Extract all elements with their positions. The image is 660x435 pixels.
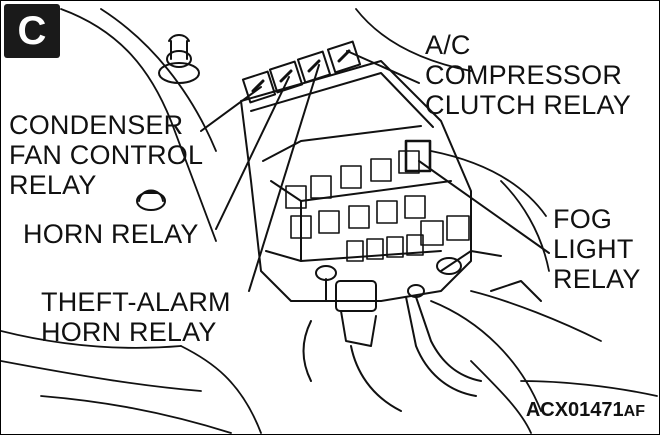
label-theft-alarm-horn-relay: THEFT-ALARM HORN RELAY xyxy=(41,287,231,347)
lower-connectors xyxy=(302,250,542,412)
leader-ac-compressor xyxy=(346,50,420,84)
label-line: THEFT-ALARM xyxy=(41,287,231,317)
body-panel-lines xyxy=(1,8,658,434)
label-fog-light-relay: FOG LIGHT RELAY xyxy=(553,204,641,294)
mounting-bolt-top xyxy=(158,34,200,84)
label-line: RELAY xyxy=(9,170,97,200)
label-line: HORN RELAY xyxy=(23,219,199,249)
leader-condenser-fan xyxy=(200,86,262,132)
label-line: COMPRESSOR xyxy=(425,60,623,90)
label-ac-compressor-clutch-relay: A/C COMPRESSOR CLUTCH RELAY xyxy=(425,30,631,120)
leader-horn-relay xyxy=(215,76,290,230)
leader-lines xyxy=(200,50,550,292)
label-line: RELAY xyxy=(553,264,641,294)
label-line: FAN CONTROL xyxy=(9,140,204,170)
label-line: HORN RELAY xyxy=(41,317,217,347)
figure-code: ACX01471AF xyxy=(526,399,645,422)
label-line: FOG xyxy=(553,204,613,234)
figure-code-suffix: AF xyxy=(623,403,645,420)
fog-light-relay-box xyxy=(404,139,432,173)
label-line: A/C xyxy=(425,30,471,60)
mounting-bolt-left xyxy=(136,189,166,211)
label-line: LIGHT xyxy=(553,234,634,264)
label-line: CONDENSER xyxy=(9,110,184,140)
fuse-grid xyxy=(285,150,470,262)
leader-fog-light xyxy=(418,160,550,254)
top-relays xyxy=(241,40,362,104)
figure-code-main: ACX01471 xyxy=(525,399,624,421)
label-horn-relay: HORN RELAY xyxy=(23,219,199,249)
leader-theft-alarm xyxy=(248,64,320,292)
label-condenser-fan-control-relay: CONDENSER FAN CONTROL RELAY xyxy=(9,110,203,200)
label-line: CLUTCH RELAY xyxy=(425,90,631,120)
view-badge: C xyxy=(4,4,60,58)
